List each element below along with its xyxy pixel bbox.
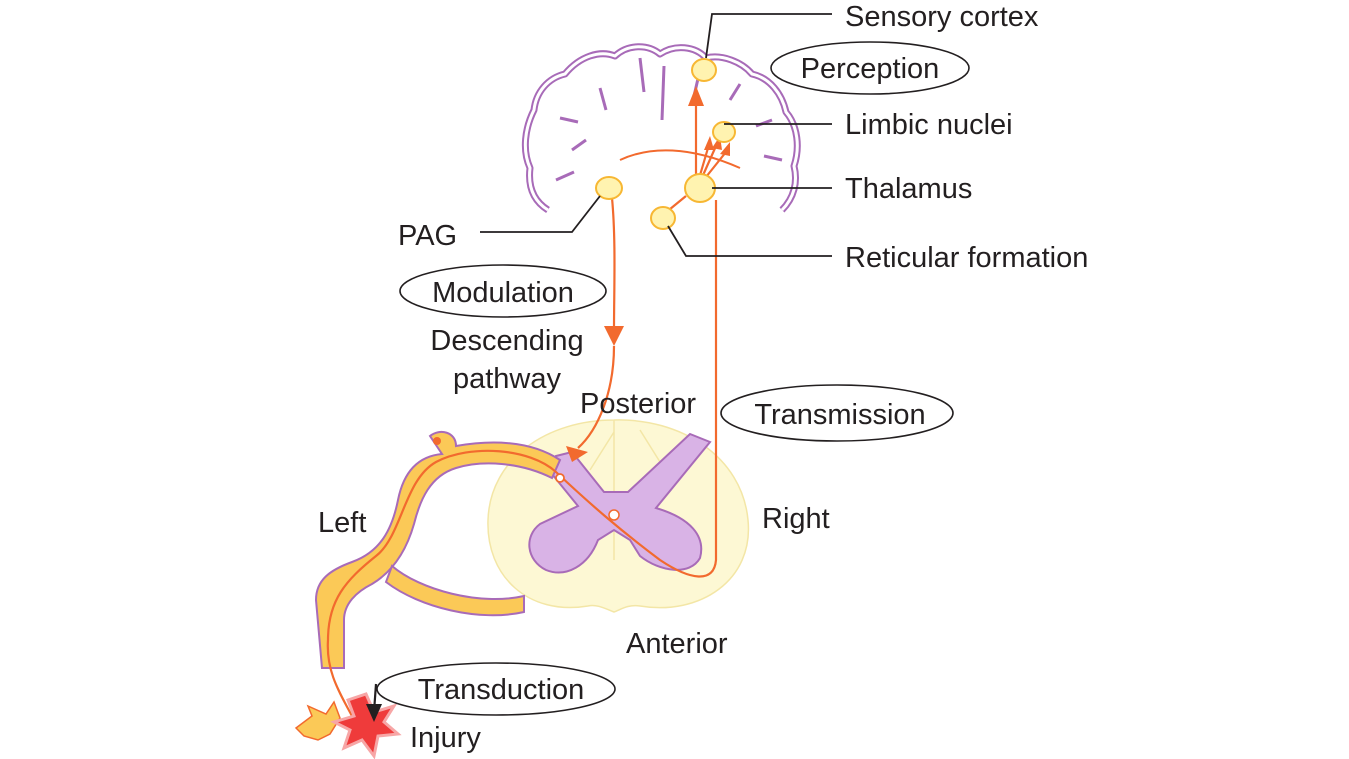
pag-nucleus <box>595 176 623 200</box>
sensory-cortex-nucleus <box>691 58 717 82</box>
stage-transmission-label: Transmission <box>754 399 925 431</box>
reticular-formation-nucleus <box>650 206 676 230</box>
label-right: Right <box>762 503 830 535</box>
label-posterior: Posterior <box>580 388 696 420</box>
label-reticular-formation: Reticular formation <box>845 242 1088 274</box>
stage-modulation: Modulation <box>399 264 607 318</box>
label-left: Left <box>318 507 366 539</box>
label-limbic-nuclei: Limbic nuclei <box>845 109 1013 141</box>
thalamus-nucleus <box>684 173 716 203</box>
limbic-nuclei-nucleus <box>712 121 736 143</box>
leader-reticular-formation <box>667 225 832 257</box>
label-sensory-cortex: Sensory cortex <box>845 1 1039 33</box>
label-pag: PAG <box>398 220 457 252</box>
label-descending-line2: pathway <box>453 363 562 395</box>
brain-cortex <box>521 43 801 213</box>
label-thalamus: Thalamus <box>845 173 972 205</box>
injury-site <box>294 683 402 759</box>
stage-perception: Perception <box>770 41 970 95</box>
label-anterior: Anterior <box>626 628 728 660</box>
stage-transduction: Transduction <box>376 662 616 716</box>
gray-matter <box>528 432 712 574</box>
stage-transduction-label: Transduction <box>418 674 585 706</box>
stage-transmission: Transmission <box>720 384 954 442</box>
label-descending-line1: Descending <box>430 325 583 357</box>
stage-modulation-label: Modulation <box>432 277 574 309</box>
leader-pag <box>480 195 601 233</box>
injury-burst-icon <box>329 692 402 759</box>
stage-perception-label: Perception <box>801 53 940 85</box>
peripheral-nerve <box>314 430 562 669</box>
pain-pathways <box>326 86 730 717</box>
leader-sensory-cortex <box>705 13 832 59</box>
label-injury: Injury <box>410 722 481 754</box>
